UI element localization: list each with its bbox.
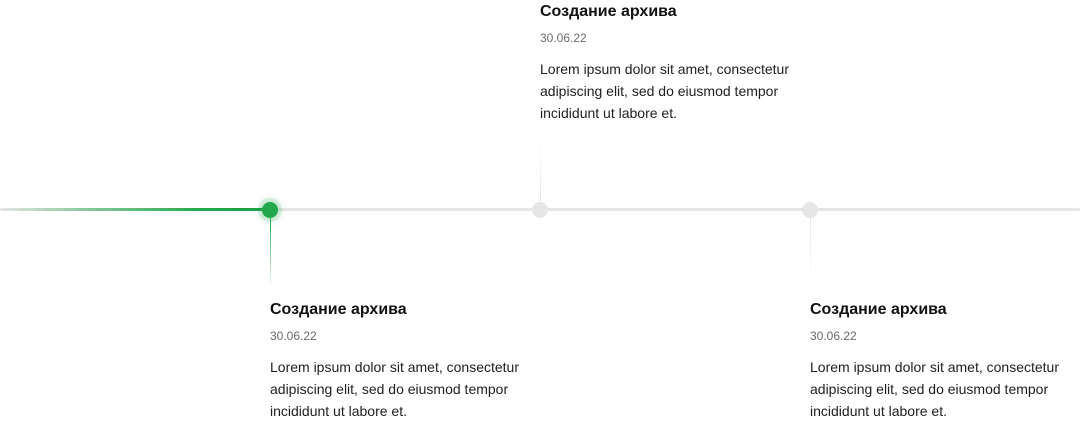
timeline-marker[interactable]	[532, 202, 548, 218]
event-description: Lorem ipsum dolor sit amet, consectetur …	[540, 61, 789, 121]
timeline-event-card: Создание архива 30.06.22 Lorem ipsum dol…	[270, 300, 540, 422]
timeline-connector	[810, 218, 811, 280]
event-title: Создание архива	[540, 3, 677, 20]
event-description: Lorem ipsum dolor sit amet, consectetur …	[270, 359, 519, 419]
timeline-marker-active[interactable]	[262, 202, 278, 218]
event-title: Создание архива	[810, 301, 947, 318]
timeline-progress	[0, 208, 270, 211]
timeline-event-card: Создание архива 30.06.22 Lorem ipsum dol…	[810, 300, 1080, 422]
event-title: Создание архива	[270, 301, 407, 318]
timeline-connector	[540, 140, 541, 202]
timeline-connector	[270, 218, 271, 284]
event-description: Lorem ipsum dolor sit amet, consectetur …	[810, 359, 1059, 419]
event-date: 30.06.22	[810, 329, 857, 343]
timeline-event-card: Создание архива 30.06.22 Lorem ipsum dol…	[540, 2, 810, 124]
timeline-marker[interactable]	[802, 202, 818, 218]
event-date: 30.06.22	[540, 31, 587, 45]
event-date: 30.06.22	[270, 329, 317, 343]
